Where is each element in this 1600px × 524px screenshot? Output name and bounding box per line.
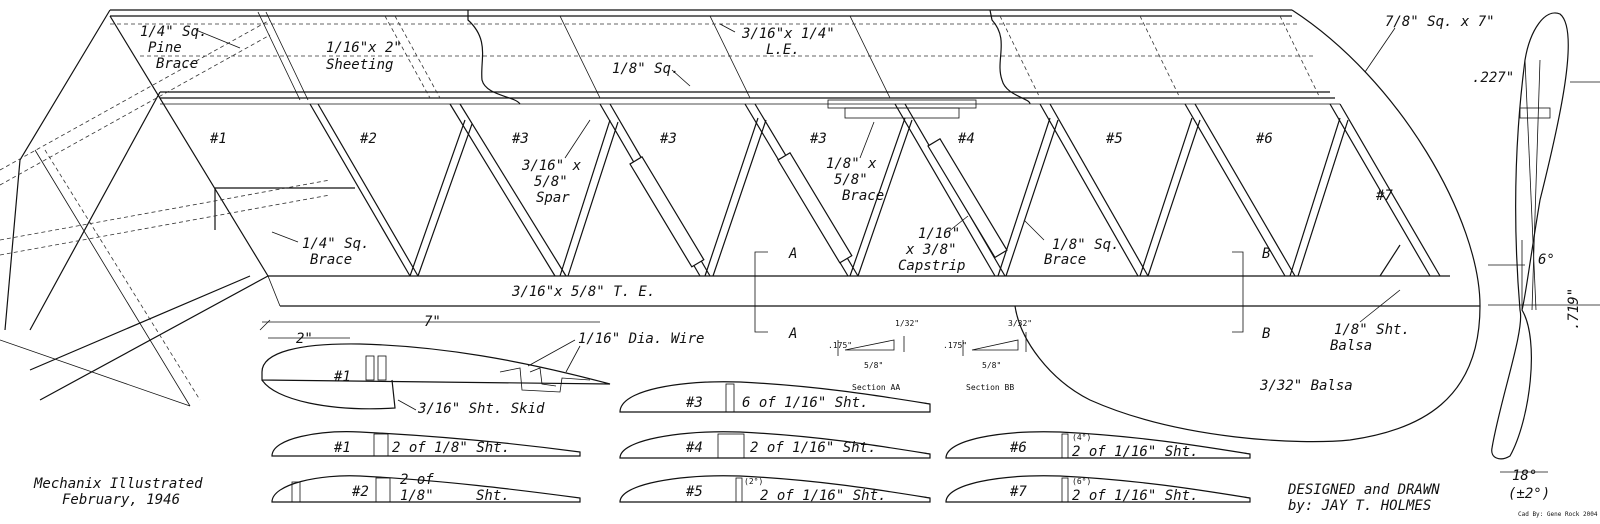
bay-number: #4	[957, 131, 975, 147]
designer-line-1: DESIGNED and DRAWN	[1287, 482, 1440, 498]
rib-2-number: #2	[351, 484, 369, 500]
rib-6-number: #6	[1009, 440, 1027, 456]
dim-2in: 2"	[296, 331, 313, 347]
bay-number: #5	[1105, 131, 1123, 147]
bay-number: #3	[809, 131, 827, 147]
root-rib-detail: 7" 2" #1 1/16" Dia. Wire 3/16" Sht. Skid	[259, 314, 704, 417]
rib-3-spec: 6 of 1/16" Sht.	[742, 395, 868, 411]
brace-label-1: 1/8" x	[826, 156, 877, 172]
sheeting-label-2: Sheeting	[326, 57, 393, 73]
rib-5-number: #5	[685, 484, 703, 500]
bay-number: #3	[511, 131, 529, 147]
quarter-brace-label-2: Brace	[310, 252, 352, 268]
rib-1-number: #1	[333, 440, 351, 456]
section-b-marker-top: B	[1262, 246, 1270, 262]
spar-label-2: 5/8"	[534, 174, 568, 190]
le-label-1: 3/16"x 1/4"	[741, 26, 835, 42]
pine-brace-label-2: Pine	[148, 40, 182, 56]
section-aa-label: Section AA	[852, 383, 900, 392]
pine-brace-label-3: Brace	[156, 56, 198, 72]
dim-58-a: 5/8"	[864, 361, 883, 370]
rib-templates: #3 6 of 1/16" Sht. #1 2 of 1/8" Sht. #4 …	[271, 381, 1251, 504]
rib-1-spec: 2 of 1/8" Sht.	[392, 440, 510, 456]
dim-132: 1/32"	[895, 319, 919, 328]
wire-label: 1/16" Dia. Wire	[578, 331, 704, 347]
dim-175-a: .175"	[828, 341, 852, 350]
rib-7-number: #7	[1009, 484, 1027, 500]
bay-number: #3	[659, 131, 677, 147]
rib-2-spec-1: 2 of	[400, 472, 434, 488]
dim-719: .719"	[1566, 288, 1582, 330]
rib-3-number: #3	[685, 395, 703, 411]
tolerance-label: (±2°)	[1508, 486, 1550, 502]
section-b-marker-bottom: B	[1262, 326, 1270, 342]
rib-7-spec: 2 of 1/16" Sht.	[1072, 488, 1198, 504]
rib-7-angle: (6°)	[1072, 477, 1091, 486]
brace-label-3: Brace	[842, 188, 884, 204]
section-details: .175" 5/8" 1/32" Section AA .175" 5/8" 3…	[828, 319, 1032, 392]
bay-number: #2	[359, 131, 377, 147]
sheet-balsa-label-2: Balsa	[1330, 338, 1372, 354]
bay-number: #7	[1375, 188, 1393, 204]
dim-332: 3/32"	[1008, 319, 1032, 328]
te-label: 3/16"x 5/8" T. E.	[511, 284, 655, 300]
bay-number: #1	[209, 131, 227, 147]
eighth-sq-label: 1/8" Sq.	[612, 61, 679, 77]
tip-block-label: 7/8" Sq. x 7"	[1385, 14, 1495, 30]
eighth-brace-label-1: 1/8" Sq.	[1052, 237, 1119, 253]
capstrip-label-3: Capstrip	[898, 258, 965, 274]
eighth-brace-label-2: Brace	[1044, 252, 1086, 268]
rib-4-number: #4	[685, 440, 703, 456]
designer-line-2: by: JAY T. HOLMES	[1288, 498, 1431, 514]
dim-7in: 7"	[424, 314, 441, 330]
rib-5-spec: 2 of 1/16" Sht.	[760, 488, 886, 504]
section-bb-label: Section BB	[966, 383, 1014, 392]
rib-6-spec: 2 of 1/16" Sht.	[1072, 444, 1198, 460]
balsa-332-label: 3/32" Balsa	[1259, 378, 1353, 394]
root-rib-number: #1	[333, 369, 351, 385]
sheet-balsa-label-1: 1/8" Sht.	[1334, 322, 1410, 338]
bay-number: #6	[1255, 131, 1273, 147]
source-line-2: February, 1946	[62, 492, 180, 508]
spar-label-1: 3/16" x	[521, 158, 582, 174]
source-line-1: Mechanix Illustrated	[33, 476, 203, 492]
wing-planform	[0, 9, 1481, 443]
planform-labels: 1/4" Sq. Pine Brace 1/16"x 2" Sheeting 3…	[140, 14, 1495, 394]
title-block: Mechanix Illustrated February, 1946 DESI…	[33, 476, 1598, 518]
quarter-brace-label-1: 1/4" Sq.	[302, 236, 369, 252]
le-label-2: L.E.	[766, 42, 800, 58]
six-degree-label: 6°	[1538, 252, 1555, 268]
tip-front-view: .227" 6° .719" 18° (±2°)	[1472, 12, 1600, 502]
rib-5-angle: (2°)	[744, 477, 763, 486]
section-a-marker-top: A	[788, 246, 797, 262]
rib-6-angle: (4°)	[1072, 433, 1091, 442]
capstrip-label-1: 1/16"	[918, 226, 960, 242]
spar-label-3: Spar	[536, 190, 570, 206]
rib-2-spec-3: Sht.	[476, 488, 510, 504]
rib-4-spec: 2 of 1/16" Sht.	[750, 440, 876, 456]
brace-label-2: 5/8"	[834, 172, 868, 188]
dim-227: .227"	[1472, 70, 1514, 86]
rib-lines	[309, 15, 1441, 277]
sheeting-label-1: 1/16"x 2"	[326, 40, 402, 56]
skid-label: 3/16" Sht. Skid	[417, 401, 545, 417]
pine-brace-label-1: 1/4" Sq.	[140, 24, 207, 40]
dim-58-b: 5/8"	[982, 361, 1001, 370]
eighteen-degree-label: 18°	[1512, 468, 1537, 484]
section-a-marker-bottom: A	[788, 326, 797, 342]
capstrip-label-2: x 3/8"	[905, 242, 957, 258]
dim-175-b: .175"	[943, 341, 967, 350]
cad-credit: Cad By: Gene Rock 2004	[1518, 511, 1598, 518]
rib-2-spec-2: 1/8"	[400, 488, 434, 504]
